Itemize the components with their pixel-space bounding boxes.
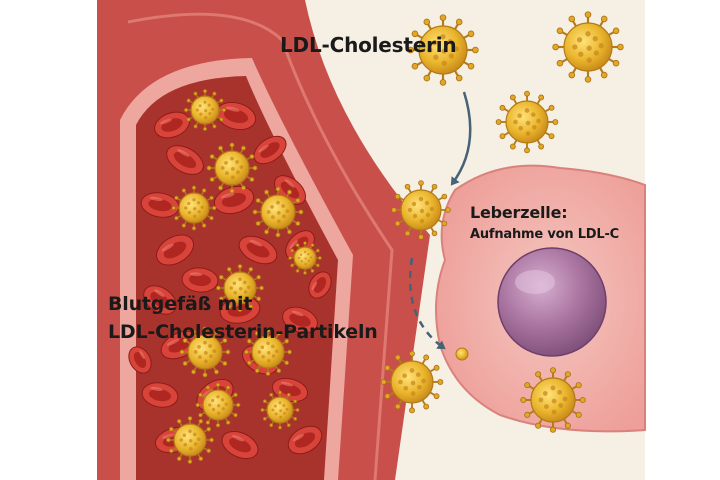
liver-cell-subtitle: Aufnahme von LDL-C [470, 227, 620, 242]
ldl-cholesterin-label: LDL-Cholesterin [280, 33, 457, 57]
small-ldl-particle [455, 347, 469, 361]
red-blood-cell [128, 346, 152, 374]
ldl-particle [495, 90, 559, 154]
red-blood-cell [213, 185, 255, 215]
red-blood-cell [238, 235, 278, 265]
ldl-particle [260, 390, 300, 430]
red-blood-cell [271, 377, 309, 403]
ldl-particle [184, 89, 226, 131]
liver-cell-title: Leberzelle: [470, 203, 568, 222]
ldl-particle [171, 185, 217, 231]
ldl-particle [206, 142, 258, 194]
vessel-label: Blutgefäß mit LDL-Cholesterin-Partikeln [108, 290, 378, 346]
ldl-particle [166, 416, 214, 464]
red-blood-cell [221, 430, 259, 460]
red-blood-cell [181, 267, 219, 293]
red-blood-cell [253, 135, 287, 165]
red-blood-cell [156, 234, 194, 266]
arrow-into-liver-cell [408, 257, 446, 350]
red-blood-cell [166, 145, 204, 175]
ldl-particle [520, 367, 586, 433]
ldl-particle [244, 328, 292, 376]
vessel-wall-stripe [127, 12, 394, 480]
ldl-particle [195, 382, 241, 428]
red-blood-cell [308, 271, 332, 299]
ldl-particle [252, 186, 304, 238]
ldl-particle [552, 11, 624, 83]
ldl-particle [288, 241, 322, 275]
red-blood-cell [287, 425, 323, 455]
ldl-particle [407, 14, 479, 86]
red-blood-cell [141, 382, 179, 408]
nucleus-highlight [515, 270, 555, 294]
liver-cell-nucleus [497, 247, 607, 357]
red-blood-cell [143, 285, 177, 315]
ldl-particle [391, 180, 451, 240]
ldl-particle [380, 350, 444, 414]
ldl-particle [179, 326, 231, 378]
ldl-particle [216, 264, 264, 312]
red-blood-cell [282, 306, 318, 334]
arrow-to-particle [450, 91, 472, 186]
vessel-label-line1: Blutgefäß mit [108, 293, 253, 315]
vessel-label-line2: LDL-Cholesterin-Partikeln [108, 321, 378, 343]
